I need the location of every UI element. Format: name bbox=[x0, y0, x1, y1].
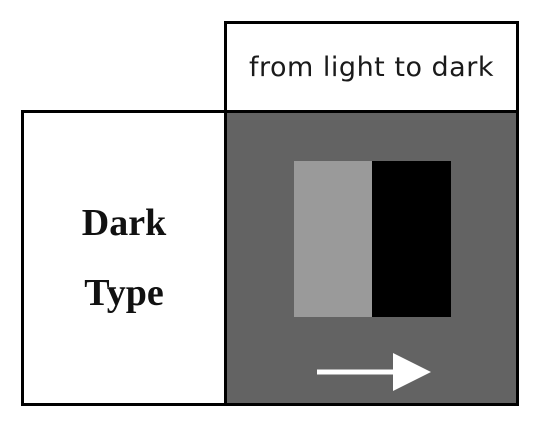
light-swatch bbox=[294, 161, 372, 317]
header-text: from light to dark bbox=[249, 51, 494, 83]
arrow-head bbox=[393, 353, 431, 391]
label-line-2: Type bbox=[84, 272, 164, 314]
right-arrow-icon bbox=[317, 353, 431, 391]
label-line-1: Dark bbox=[81, 202, 167, 244]
dark-swatch bbox=[372, 161, 451, 317]
label-box: Dark Type bbox=[21, 110, 227, 406]
gradient-panel bbox=[224, 110, 519, 406]
header-box: from light to dark bbox=[224, 21, 519, 113]
